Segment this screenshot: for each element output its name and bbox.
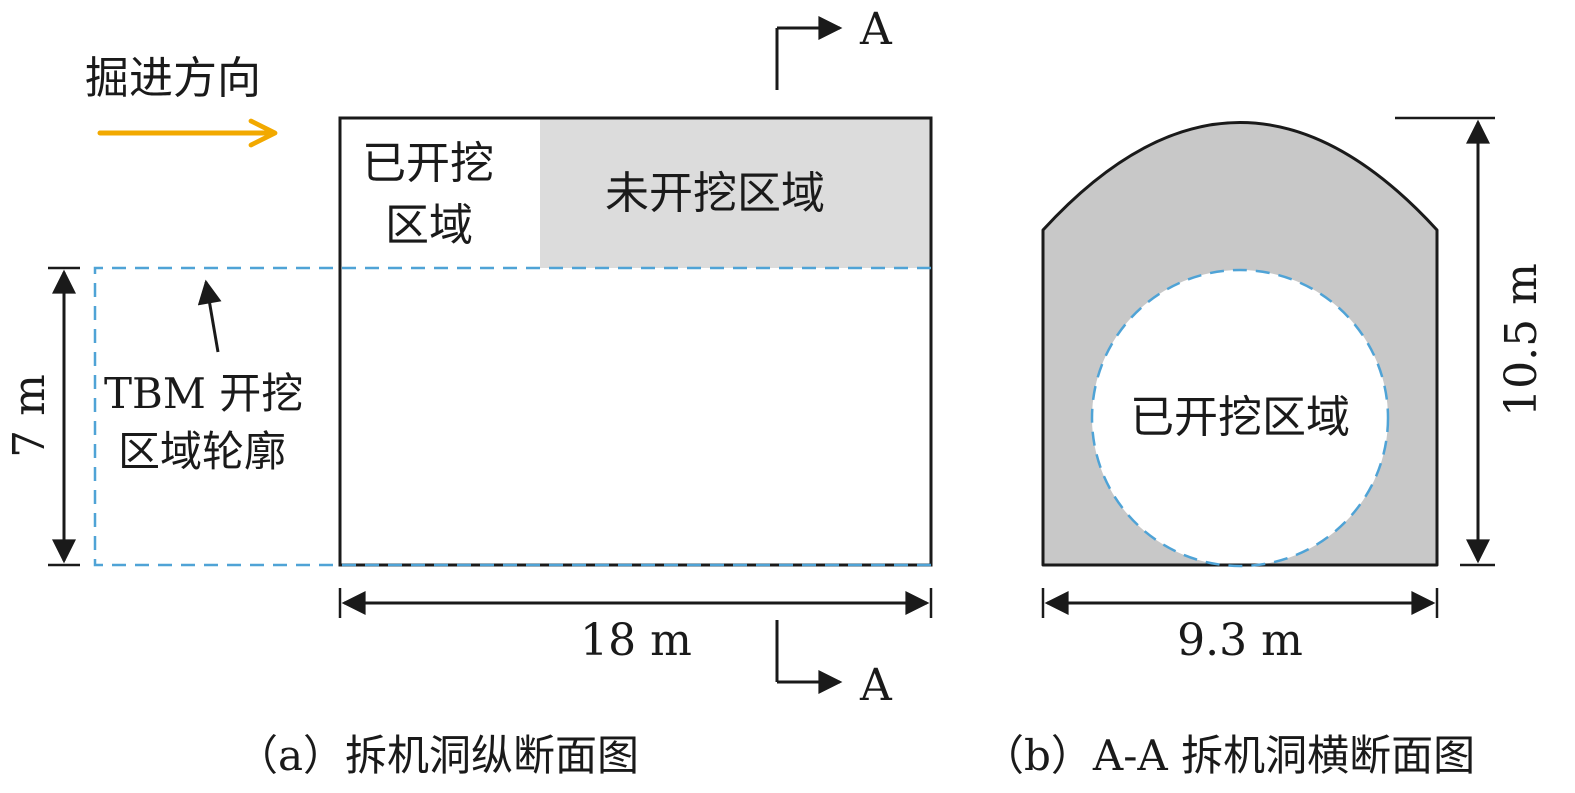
cross-height-label: 10.5 m — [1496, 263, 1547, 417]
cross-width-dimension: 9.3 m — [1041, 588, 1439, 666]
unexcavated-label: 未开挖区域 — [605, 168, 825, 219]
cross-excavated-label: 已开挖区域 — [1130, 392, 1350, 443]
cross-width-label: 9.3 m — [1177, 615, 1303, 666]
tunnel-outline — [338, 116, 933, 567]
section-mark-top: A — [775, 4, 893, 90]
cross-section: 已开挖区域 10.5 m 9.3 m （b）A-A 拆机洞横断面图 — [982, 116, 1547, 780]
length-dimension: 18 m — [338, 588, 933, 666]
tbm-circle — [1090, 268, 1390, 568]
cross-section-outline — [1041, 121, 1439, 567]
section-mark-bottom: A — [775, 620, 893, 711]
section-mark-top-label: A — [859, 4, 893, 55]
longitudinal-section: 掘进方向 已开挖 区域 未开挖区域 TBM 开挖 区域轮廓 7 m 18 m — [4, 4, 933, 780]
length-dim-label: 18 m — [580, 615, 692, 666]
height-dimension: 7 m — [4, 266, 80, 567]
tbm-pointer-arrow — [197, 279, 222, 353]
unexcavated-region — [540, 118, 931, 268]
caption-b: （b）A-A 拆机洞横断面图 — [982, 731, 1475, 780]
excavated-label-line1: 已开挖 — [362, 138, 494, 189]
tbm-contour — [93, 266, 931, 567]
caption-a: （a）拆机洞纵断面图 — [236, 731, 639, 780]
tbm-label-line2: 区域轮廓 — [118, 427, 286, 476]
cross-section-body — [1043, 122, 1437, 566]
direction-label: 掘进方向 — [85, 53, 261, 104]
cross-height-dimension: 10.5 m — [1395, 116, 1547, 567]
section-mark-bottom-label: A — [859, 660, 893, 711]
height-dim-label: 7 m — [4, 374, 55, 458]
excavated-label-line2: 区域 — [385, 200, 473, 251]
tbm-label-line1: TBM 开挖 — [104, 369, 303, 418]
